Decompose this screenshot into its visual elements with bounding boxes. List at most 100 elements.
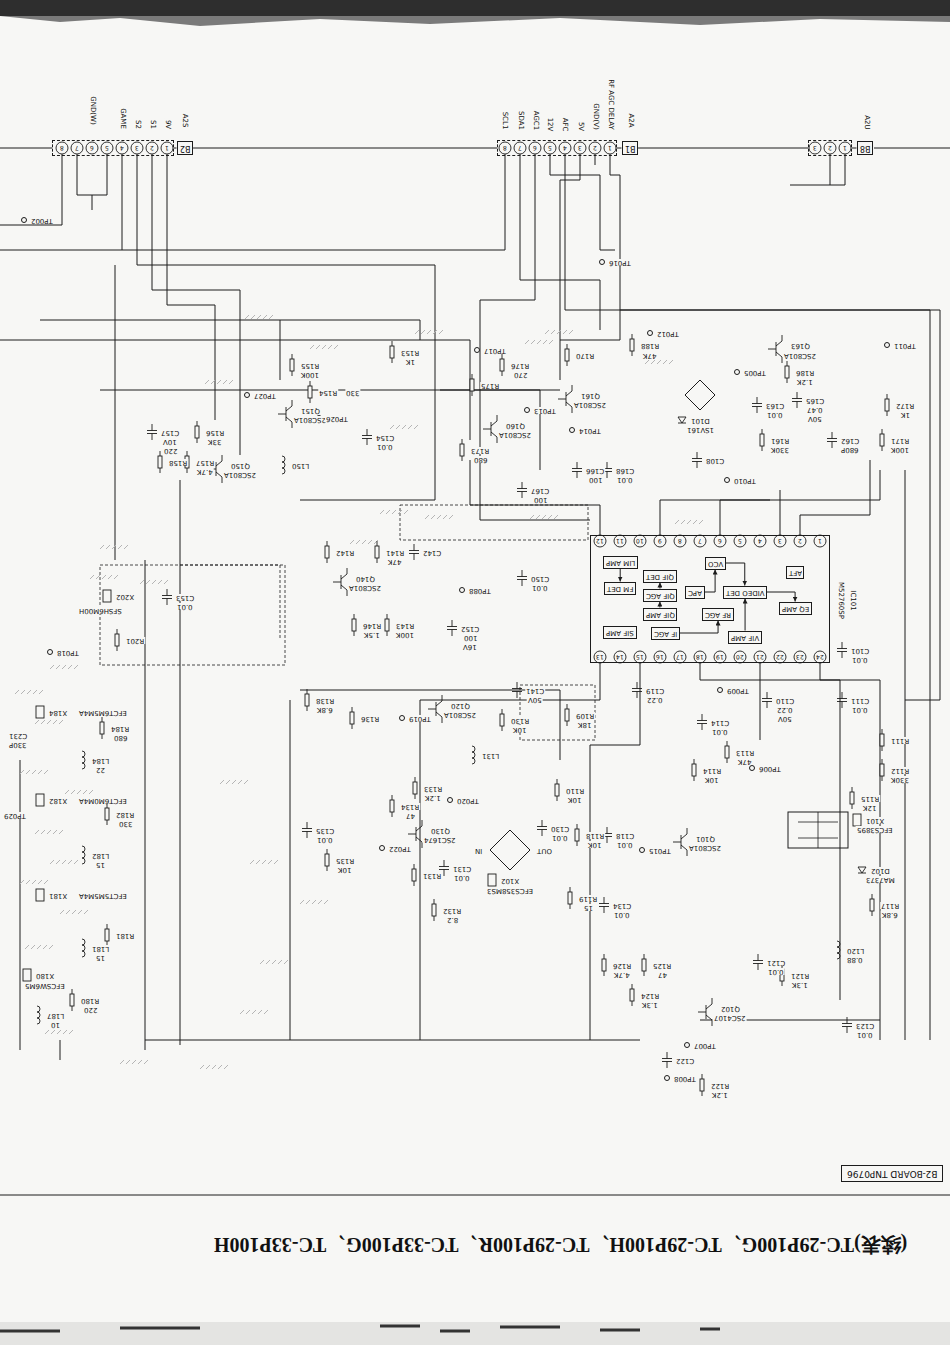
part-label: C163 <box>765 402 785 409</box>
part-label: R184 <box>110 725 130 732</box>
wire <box>874 148 950 149</box>
value-label: 100 <box>588 476 603 483</box>
resistor-symbol <box>390 800 394 812</box>
node-text: A2A <box>627 112 634 128</box>
coil-symbol <box>82 939 85 957</box>
value-label: 330 <box>345 389 360 396</box>
wire <box>137 154 435 500</box>
wire <box>300 690 560 760</box>
capacitor-symbol <box>302 822 312 838</box>
part-label: R112 <box>890 767 910 774</box>
capacitor-symbol <box>662 1052 672 1068</box>
resistor-lead <box>377 541 378 563</box>
pin-number: 5 <box>548 145 552 151</box>
value-label: 15 <box>583 904 594 911</box>
resistor-symbol <box>390 346 394 358</box>
pin-number: 7 <box>75 145 79 151</box>
signal-name: 9V <box>164 118 171 129</box>
part-label: R143 <box>395 622 415 629</box>
part-label: R171 <box>890 437 910 444</box>
signal-connector <box>638 148 808 149</box>
shield-outline <box>520 685 595 740</box>
value-label: MA7373 <box>865 876 896 883</box>
value-label: 100K <box>395 631 415 638</box>
ground-hatch <box>15 690 43 694</box>
pin-circle <box>694 535 706 547</box>
value-label: 10K <box>704 776 720 783</box>
value-label: EFCT5M5M4A <box>78 892 128 899</box>
value-label: 100K <box>300 371 320 378</box>
part-label: D102 <box>870 867 891 874</box>
pin-circle <box>634 651 646 663</box>
capacitor-symbol <box>517 570 527 586</box>
test-point-symbol <box>475 348 480 353</box>
resistor-lead <box>882 729 883 751</box>
resistor-lead <box>727 741 728 763</box>
capacitor-symbol <box>837 642 847 658</box>
value-label: 330 <box>118 820 133 827</box>
part-label: R115 <box>860 795 880 802</box>
node-text: RF AGC <box>705 611 731 618</box>
wire <box>60 1040 61 1060</box>
part-label: C110 <box>775 697 795 704</box>
value-label: 680 <box>473 456 488 463</box>
resistor-symbol <box>500 359 504 371</box>
part-label: R173 <box>470 447 490 454</box>
test-point-symbol <box>460 588 465 593</box>
pin-number: 13 <box>596 654 604 660</box>
resistor-lead <box>852 787 853 809</box>
part-label: R125 <box>652 962 672 969</box>
pin-circle <box>86 142 98 154</box>
part-label: Q130 <box>430 827 451 834</box>
part-label: TP018 <box>56 649 80 656</box>
coil-symbol <box>472 746 475 764</box>
part-label: R118 <box>585 832 605 839</box>
ground-hatch <box>380 510 408 514</box>
resistor-symbol <box>115 634 119 646</box>
resistor-symbol <box>158 456 162 468</box>
part-label: TP005 <box>743 369 767 376</box>
ground-hatch <box>675 520 703 524</box>
part-label: X180 <box>35 972 55 979</box>
wire <box>800 460 870 535</box>
pin-number: 9 <box>658 538 662 544</box>
value-label: 10 <box>50 1021 61 1028</box>
part-label: TP010 <box>733 477 757 484</box>
value-label: 220 <box>83 1006 98 1013</box>
resistor-symbol <box>870 899 874 911</box>
part-label: R119 <box>578 895 598 902</box>
transistor-symbol <box>408 820 422 848</box>
resistor-lead <box>887 394 888 416</box>
pin-circle <box>654 651 666 663</box>
value-label: 10K <box>337 866 353 873</box>
resistor-lead <box>292 354 293 376</box>
pin-number: 3 <box>135 145 139 151</box>
pin-circle <box>161 142 173 154</box>
wire <box>152 154 240 455</box>
part-label: R154 <box>318 389 338 396</box>
part-label: C231 <box>8 732 28 739</box>
part-label: C152 <box>460 625 480 632</box>
resistor-lead <box>102 717 103 739</box>
resistor-symbol <box>470 379 474 391</box>
ground-hatch <box>390 425 418 429</box>
part-label: TP026 <box>325 415 349 422</box>
capacitor-symbol <box>692 452 702 468</box>
part-label: C165 <box>805 397 825 404</box>
value-label: 0.01 <box>767 968 785 975</box>
ground-hatch <box>50 860 78 864</box>
value-label: IN <box>474 847 483 854</box>
resistor-symbol <box>308 386 312 398</box>
resistor-lead <box>787 361 788 383</box>
filter-symbol <box>36 794 44 806</box>
resistor-lead <box>570 887 571 909</box>
resistor-symbol <box>460 444 464 456</box>
resistor-symbol <box>602 959 606 971</box>
part-label: R114 <box>702 767 722 774</box>
wire <box>280 320 281 380</box>
ground-hatch <box>250 860 278 864</box>
part-label: C123 <box>855 1022 875 1029</box>
part-label: R132 <box>442 907 462 914</box>
part-label: C167 <box>530 487 550 494</box>
